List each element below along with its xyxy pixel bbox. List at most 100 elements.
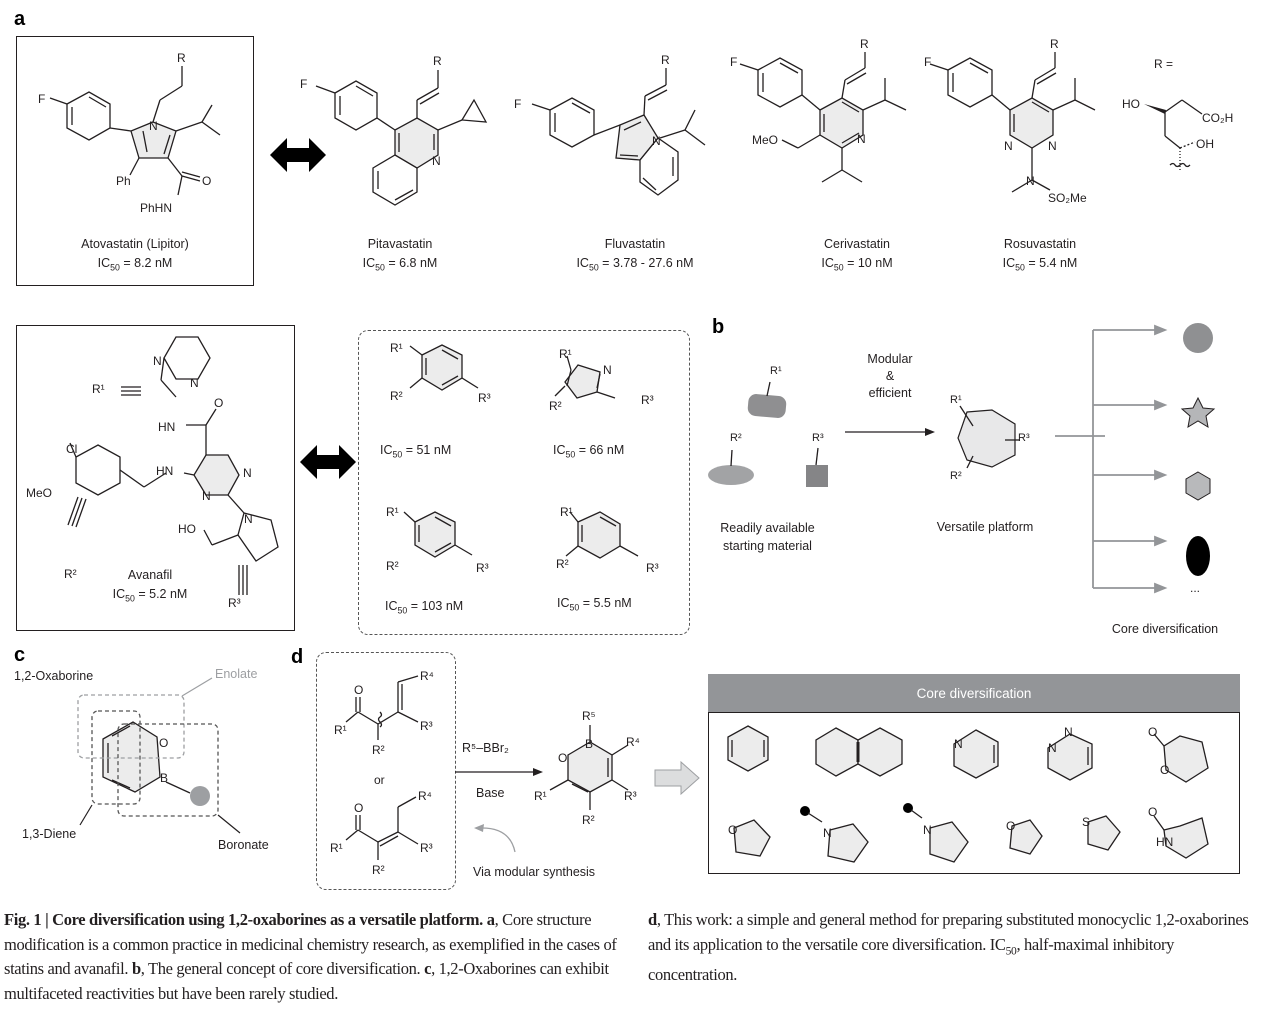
atom-label: R [860, 37, 869, 51]
atom-label: R² [549, 399, 562, 413]
atom-label: R⁵ [582, 709, 596, 723]
thiophene-core [1087, 815, 1121, 851]
pyrrolidine-core [800, 806, 869, 863]
atom-label: O [1148, 725, 1157, 739]
atom-label: R¹ [386, 505, 399, 519]
atom-label: R¹ [92, 382, 105, 396]
panel-label-d: d [291, 646, 304, 668]
sm-r2: R² [730, 432, 742, 444]
atom-label: F [300, 77, 307, 91]
atom-label: N [652, 134, 661, 148]
atom-label: N [823, 826, 832, 840]
atom-label: R³ [646, 561, 659, 575]
avanafil-name: Avanafil [127, 568, 173, 582]
analog-pyridine-2: R¹ R² R³ [556, 505, 659, 575]
analog-ic50: IC50 = 5.5 nM [557, 596, 632, 613]
caption-c-label: c [424, 959, 432, 978]
or-label: or [374, 773, 385, 787]
benzene-core [727, 725, 769, 772]
atom-label: N [603, 363, 612, 377]
platform-r1: R¹ [950, 394, 962, 406]
analog-thiazole: R¹ R² R³ N [549, 347, 654, 413]
arrow-label: & [885, 369, 895, 383]
atom-label: R² [372, 743, 385, 757]
atom-label: N [857, 132, 866, 146]
core-diversification-header: Core diversification [708, 674, 1240, 712]
atom-label: O [1160, 763, 1169, 777]
platform-label: Versatile platform [936, 520, 1034, 534]
atom-label: OH [1196, 137, 1214, 151]
atom-label: O [354, 801, 363, 815]
atom-label: HN [156, 464, 173, 478]
statin-ic50: IC50 = 3.78 - 27.6 nM [576, 256, 694, 273]
avanafil-box [16, 325, 295, 631]
sm-r3: R³ [812, 432, 824, 444]
caption-title: Core diversification using 1,2-oxaborine… [52, 910, 483, 929]
atom-label: Ph [116, 174, 131, 188]
atom-label: R¹ [390, 341, 403, 355]
caption-b-label: b [131, 959, 141, 978]
base-label: Base [476, 786, 505, 800]
atom-label: R³ [476, 561, 489, 575]
atom-label: R³ [228, 596, 241, 610]
avanafil-structure: R¹ R² R³ Cl MeO HN HN HO O N N N N N [26, 336, 279, 610]
statin-name: Atovastatin (Lipitor) [81, 237, 189, 251]
block-arrow-icon [654, 760, 700, 796]
oxaborine-title: 1,2-Oxaborine [14, 669, 94, 683]
atom-label: R¹ [334, 723, 347, 737]
caption-ic50-def: , half-maximal inhibitory concentration. [648, 934, 1175, 985]
atom-label: N [190, 376, 199, 390]
atom-label: O [159, 736, 168, 750]
analog-pyridine-1: R¹ R² R³ [386, 505, 489, 575]
caption-fig-label: Fig. 1 | [4, 910, 53, 929]
atom-label: O [728, 823, 737, 837]
caption-d-text: , This work: a simple and general method… [648, 910, 1249, 954]
atom-label: R [661, 53, 670, 67]
atom-label: HN [158, 420, 175, 434]
atom-label: O [1006, 819, 1015, 833]
atom-label: R³ [641, 393, 654, 407]
statin-name: Pitavastatin [367, 237, 433, 251]
figure-caption-left: Fig. 1 | Core diversification using 1,2-… [4, 908, 624, 1006]
arrow-label: Modular [867, 352, 913, 366]
atom-label: N [1004, 139, 1013, 153]
atom-label: HN [1156, 835, 1173, 849]
start-label: Readily available [720, 521, 815, 535]
caption-ic50-sub: 50 [1005, 944, 1017, 957]
furan-core [1009, 819, 1043, 855]
r-group-structure: R = HO CO₂H OH [1122, 57, 1233, 172]
caption-a-label: a [486, 910, 495, 929]
atom-label: O [202, 174, 211, 188]
fluvastatin-structure: R F N [514, 53, 706, 196]
analog-ic50: IC50 = 66 nM [553, 443, 625, 460]
pyranone-core [1153, 733, 1209, 783]
core-shapes: ... [1180, 323, 1216, 595]
atom-label: R² [64, 567, 77, 581]
atom-label: R [177, 51, 186, 65]
atom-label: S [1082, 815, 1090, 829]
reagent-label: R⁵–BBr₂ [462, 741, 509, 755]
atom-label: MeO [26, 486, 52, 500]
statin-ic50: IC50 = 8.2 nM [97, 256, 173, 273]
atom-label: R² [386, 559, 399, 573]
oxaborine-product: R⁵ B O R⁴ R³ R² R¹ [534, 709, 640, 827]
platform-r2: R² [950, 470, 962, 482]
atom-label: F [514, 97, 521, 111]
atom-label: N [149, 119, 158, 133]
caption-b-text: , The general concept of core diversific… [140, 959, 425, 978]
precursor-structures: O R¹ R² R³ R⁴ or O R¹ R² R³ R⁴ [330, 669, 434, 877]
avanafil-ic50: IC50 = 5.2 nM [112, 587, 188, 604]
caption-d-label: d [648, 910, 657, 929]
precursors-box [316, 652, 456, 890]
atom-label: R³ [420, 719, 433, 733]
atom-label: F [924, 55, 931, 69]
pyridone-core [1153, 815, 1209, 859]
atom-label: R [1050, 37, 1059, 51]
r-definition-label: R = [1154, 57, 1173, 71]
arrow-label: efficient [868, 386, 912, 400]
atom-label: R² [582, 813, 595, 827]
atom-label: N [432, 154, 441, 168]
core-diversification-label: Core diversification [1111, 622, 1219, 636]
atom-label: N [244, 512, 253, 526]
atorvastatin-structure: R F N Ph O PhHN [38, 51, 221, 215]
